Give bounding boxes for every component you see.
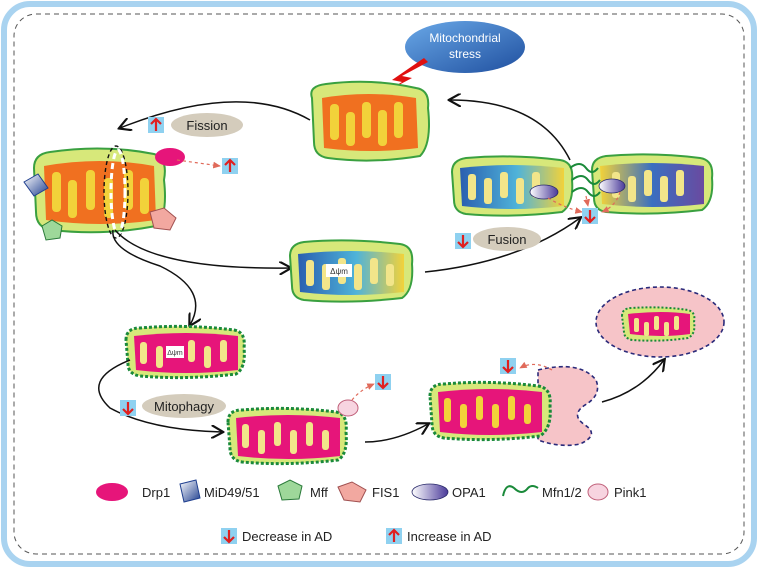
arrow-to-depolarized-magenta xyxy=(112,229,196,325)
legend: Drp1 MiD49/51 Mff FIS1 OPA1 Mfn1/2 Pink1… xyxy=(96,479,647,544)
legend-drp1-swatch xyxy=(96,483,128,501)
legend-fis1-label: FIS1 xyxy=(372,485,399,500)
mitochondrion-fusing-right xyxy=(590,153,714,215)
decrease-arrow-icon xyxy=(122,402,134,416)
decrease-arrow-icon xyxy=(377,376,389,390)
mitochondrial-stress-bubble: Mitochondrial stress xyxy=(378,21,525,96)
arrow-to-fusion xyxy=(424,218,580,273)
lightning-bolt-icon xyxy=(378,58,428,96)
mitochondrion-pink1-tagged xyxy=(226,406,348,466)
mitochondrion-depolarized: Δψm xyxy=(124,324,246,380)
opa1-protein xyxy=(529,184,559,200)
autolysosome xyxy=(595,286,725,358)
opa1-dashed-arrow-2 xyxy=(601,191,621,213)
fission-label-group: Fission xyxy=(148,113,243,137)
mitochondrion-stressed xyxy=(310,80,430,162)
fusion-label: Fusion xyxy=(487,232,526,247)
drp1-dashed-arrow xyxy=(176,159,221,169)
legend-mff-swatch xyxy=(277,479,303,501)
decrease-arrow-icon xyxy=(584,210,596,224)
opa1-protein xyxy=(598,178,626,194)
membrane-potential-label: Δψm xyxy=(330,267,348,276)
arrow-to-depolarized xyxy=(114,229,290,268)
legend-pink1-label: Pink1 xyxy=(614,485,647,500)
mid49-51-protein xyxy=(23,173,49,197)
mfn-dashed-arrow xyxy=(583,195,590,207)
legend-mff-label: Mff xyxy=(310,485,328,500)
legend-drp1-label: Drp1 xyxy=(142,485,170,500)
mitochondrion-fission xyxy=(32,145,166,239)
mfn1-2-tethers xyxy=(569,163,601,197)
arrow-to-autophagosome xyxy=(364,424,428,443)
fission-label: Fission xyxy=(186,118,227,133)
stress-label-line1: Mitochondrial xyxy=(429,31,500,45)
decrease-arrow-icon xyxy=(502,360,514,374)
legend-fis1-swatch xyxy=(337,481,367,503)
increase-arrow-icon xyxy=(224,158,236,172)
mitophagy-label: Mitophagy xyxy=(154,399,214,414)
mitochondrion-fusing-left xyxy=(450,155,574,217)
arrow-fusion-to-top xyxy=(450,100,571,161)
legend-mfn1-2-label: Mfn1/2 xyxy=(542,485,582,500)
pink1-protein xyxy=(337,399,359,417)
inner-dashed-frame xyxy=(13,13,745,555)
pink1-dashed-arrow xyxy=(351,383,375,401)
arrow-to-lysosome xyxy=(601,360,664,403)
mff-protein xyxy=(41,219,63,241)
opa1-dashed-arrow xyxy=(547,197,583,214)
arrow-to-mitophagy xyxy=(98,359,222,432)
increase-arrow-icon xyxy=(150,117,162,131)
legend-opa1-swatch xyxy=(411,483,449,501)
increase-arrow-icon xyxy=(388,528,400,542)
legend-decrease-label: Decrease in AD xyxy=(242,529,332,544)
decrease-arrow-icon xyxy=(457,235,469,249)
legend-opa1-label: OPA1 xyxy=(452,485,486,500)
stress-label-line2: stress xyxy=(449,47,481,61)
legend-increase-label: Increase in AD xyxy=(407,529,492,544)
mitophagy-label-group: Mitophagy xyxy=(120,394,226,418)
membrane-potential-label-2: Δψm xyxy=(167,350,183,357)
drp1-protein xyxy=(155,148,185,166)
fis1-protein xyxy=(149,207,177,231)
phagophore-membrane xyxy=(537,365,599,447)
decrease-arrow-icon xyxy=(223,530,235,544)
legend-pink1-swatch xyxy=(587,483,609,501)
autophagosome-forming xyxy=(428,365,599,447)
phagophore-dashed-arrow xyxy=(519,361,553,371)
legend-mid49-51-swatch xyxy=(179,479,201,503)
legend-mid49-51-label: MiD49/51 xyxy=(204,485,260,500)
fusion-label-group: Fusion xyxy=(455,227,541,251)
legend-mfn1-2-swatch xyxy=(502,485,539,497)
mitochondrion-fragmented: Δψm xyxy=(288,239,414,303)
constriction-ring xyxy=(103,145,129,239)
